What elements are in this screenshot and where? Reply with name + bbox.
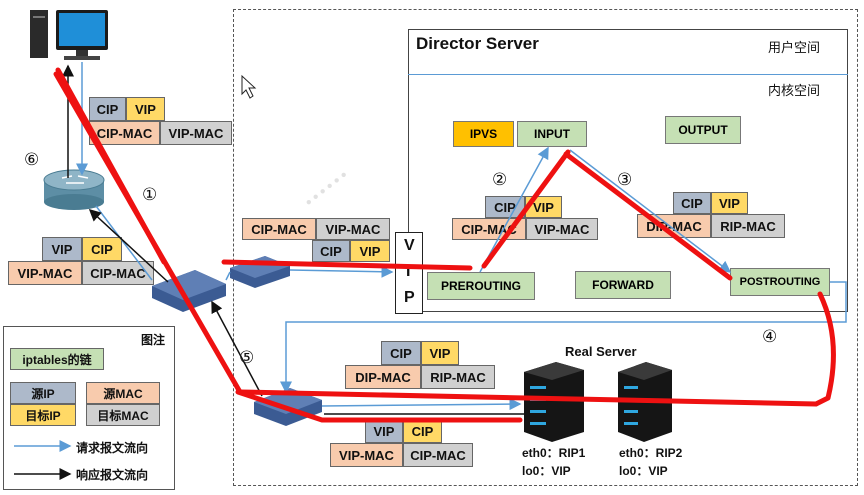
step-4-marker: ④ bbox=[762, 327, 778, 347]
red-path-pre-to-input bbox=[481, 149, 571, 269]
director-server-box bbox=[408, 29, 848, 312]
rs1-lo-label: lo0：VIP bbox=[522, 464, 571, 478]
p4-src-ip: CIP bbox=[673, 192, 711, 214]
p1-dst-ip: VIP bbox=[126, 97, 165, 121]
req-post-to-switch bbox=[280, 281, 847, 394]
p4-dst-ip: VIP bbox=[711, 192, 748, 214]
postrouting-chain: POSTROUTING bbox=[730, 268, 830, 296]
p5-dst-mac: RIP-MAC bbox=[421, 365, 495, 389]
red-path-switch-bottom bbox=[235, 389, 523, 423]
user-space-label: 用户空间 bbox=[768, 40, 821, 55]
step-2-marker: ② bbox=[492, 170, 508, 190]
p3-src-ip: CIP bbox=[485, 196, 525, 218]
p5-src-ip: CIP bbox=[381, 341, 421, 365]
legend-dst-mac: 目标MAC bbox=[86, 404, 160, 426]
p3-dst-mac: VIP-MAC bbox=[526, 218, 598, 240]
p7-src-ip: VIP bbox=[42, 237, 82, 261]
real-server-1-icon bbox=[524, 362, 584, 442]
router-icon bbox=[43, 169, 105, 210]
p6-src-ip: VIP bbox=[365, 419, 403, 443]
red-path-post-to-bottom bbox=[813, 291, 836, 407]
req-router-to-switch bbox=[95, 205, 153, 281]
req-switch-to-rs bbox=[321, 398, 522, 411]
legend-title: 图注 bbox=[141, 333, 166, 347]
req-pre-to-input bbox=[479, 146, 549, 273]
p7-src-mac: VIP-MAC bbox=[8, 261, 82, 285]
p6-src-mac: VIP-MAC bbox=[330, 443, 403, 467]
rs2-eth-label: eth0：RIP2 bbox=[619, 446, 683, 460]
red-path-bottom-return bbox=[237, 389, 819, 407]
p2-dst-mac: VIP-MAC bbox=[316, 218, 390, 240]
step-6-marker: ⑥ bbox=[24, 150, 40, 170]
rs1-eth-label: eth0：RIP1 bbox=[522, 446, 586, 460]
p5-dst-ip: VIP bbox=[421, 341, 459, 365]
p1-src-mac: CIP-MAC bbox=[89, 121, 160, 145]
legend-src-mac: 源MAC bbox=[86, 382, 160, 404]
resp-switch-to-router bbox=[88, 208, 169, 283]
p7-dst-mac: CIP-MAC bbox=[82, 261, 154, 285]
prerouting-chain: PREROUTING bbox=[427, 272, 535, 300]
kernel-space-label: 内核空间 bbox=[768, 83, 821, 98]
input-chain: INPUT bbox=[517, 121, 587, 147]
legend-dst-ip: 目标IP bbox=[10, 404, 76, 426]
mouse-cursor-icon bbox=[241, 74, 257, 99]
p2-dst-ip: VIP bbox=[350, 240, 390, 262]
director-server-title: Director Server bbox=[416, 34, 539, 53]
step-3-marker: ③ bbox=[617, 170, 633, 190]
req-switch-to-vip bbox=[225, 270, 392, 280]
legend-chain: iptables的链 bbox=[10, 348, 104, 370]
step-5-marker: ⑤ bbox=[239, 348, 255, 368]
legend-request-label: 请求报文流向 bbox=[76, 441, 149, 455]
real-server-title: Real Server bbox=[565, 344, 637, 359]
forward-chain: FORWARD bbox=[575, 271, 671, 299]
p6-dst-mac: CIP-MAC bbox=[403, 443, 473, 467]
ipvs-box: IPVS bbox=[453, 121, 514, 147]
p4-dst-mac: RIP-MAC bbox=[711, 214, 785, 238]
rs2-lo-label: lo0：VIP bbox=[619, 464, 668, 478]
director-network-boundary bbox=[233, 9, 858, 486]
legend-src-ip: 源IP bbox=[10, 382, 76, 404]
red-path-switch-to-pre bbox=[221, 259, 473, 271]
red-path-return-to-client bbox=[53, 71, 243, 395]
resp-switch-bottom-to-left bbox=[211, 300, 263, 397]
switch-left-icon bbox=[152, 270, 226, 312]
p1-src-ip: CIP bbox=[89, 97, 126, 121]
output-chain: OUTPUT bbox=[665, 116, 741, 144]
step-1-marker: ① bbox=[142, 185, 158, 205]
p7-dst-ip: CIP bbox=[82, 237, 122, 261]
red-path-input-to-post bbox=[563, 151, 733, 281]
p2-src-mac: CIP-MAC bbox=[242, 218, 316, 240]
req-input-to-post bbox=[569, 149, 732, 273]
p1-dst-mac: VIP-MAC bbox=[160, 121, 232, 145]
legend-response-label: 响应报文流向 bbox=[76, 468, 149, 482]
client-computer-icon bbox=[30, 10, 108, 60]
p5-src-mac: DIP-MAC bbox=[345, 365, 421, 389]
kernel-divider bbox=[408, 74, 848, 75]
p2-src-ip: CIP bbox=[312, 240, 350, 262]
